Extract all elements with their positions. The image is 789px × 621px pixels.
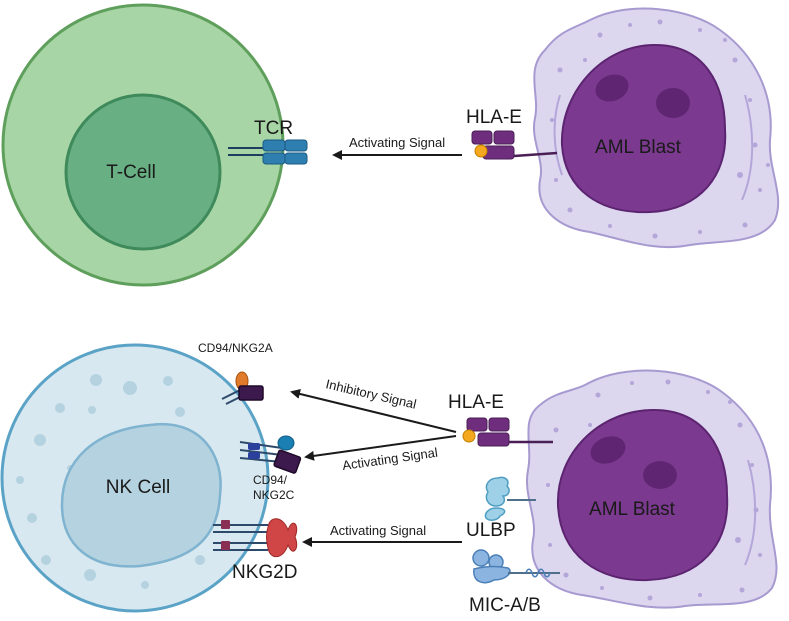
mic-ab-label: MIC-A/B <box>469 595 541 616</box>
cd94-nkg2a-receptor <box>221 371 264 405</box>
aml-blast-top: AML Blast <box>533 7 780 249</box>
top-activating-signal-label: Activating Signal <box>349 135 445 150</box>
inhibitory-signal-label: Inhibitory Signal <box>324 376 418 411</box>
activating-signal-nkg2d-label: Activating Signal <box>330 523 426 538</box>
hla-e-bottom-label: HLA-E <box>448 392 504 413</box>
activating-arrow-nkg2c <box>304 435 457 461</box>
hla-e-bottom <box>462 417 553 447</box>
t-cell-nucleus <box>64 93 222 251</box>
tcr-label: TCR <box>254 118 293 139</box>
t-cell: T-Cell <box>1 3 285 287</box>
cd94-nkg2a-label: CD94/NKG2A <box>198 341 273 355</box>
hla-e-top-label: HLA-E <box>466 107 522 128</box>
aml-blast-bottom: AML Blast <box>526 369 778 609</box>
ulbp-ligand <box>484 476 536 521</box>
cd94-nkg2c-receptor <box>239 435 302 474</box>
nkg2d-receptor <box>213 518 298 558</box>
cd94-nkg2c-label-line1: CD94/ <box>253 473 288 487</box>
nk-cell-nucleus <box>60 422 222 568</box>
nkg2d-label: NKG2D <box>232 562 297 583</box>
aml-blast-top-label: AML Blast <box>595 137 682 158</box>
mic-ab-ligand <box>472 549 560 584</box>
t-cell-label: T-Cell <box>106 162 156 183</box>
aml-blast-top-granules <box>550 19 770 239</box>
tcr-receptor <box>228 139 308 165</box>
peptide-ligand-top <box>474 144 488 158</box>
hla-e-top <box>471 130 558 160</box>
peptide-ligand-bottom <box>462 429 476 443</box>
aml-blast-bottom-label: AML Blast <box>589 499 676 520</box>
ulbp-label: ULBP <box>466 520 516 541</box>
nk-cell-label: NK Cell <box>106 477 170 498</box>
aml-blast-bottom-granules <box>546 379 762 601</box>
nk-cell: NK Cell <box>0 343 270 613</box>
nk-cell-granules <box>16 374 205 589</box>
cd94-nkg2c-label-line2: NKG2C <box>253 488 295 502</box>
inhibitory-arrow <box>290 389 457 433</box>
activating-signal-nkg2c-label: Activating Signal <box>341 445 438 473</box>
